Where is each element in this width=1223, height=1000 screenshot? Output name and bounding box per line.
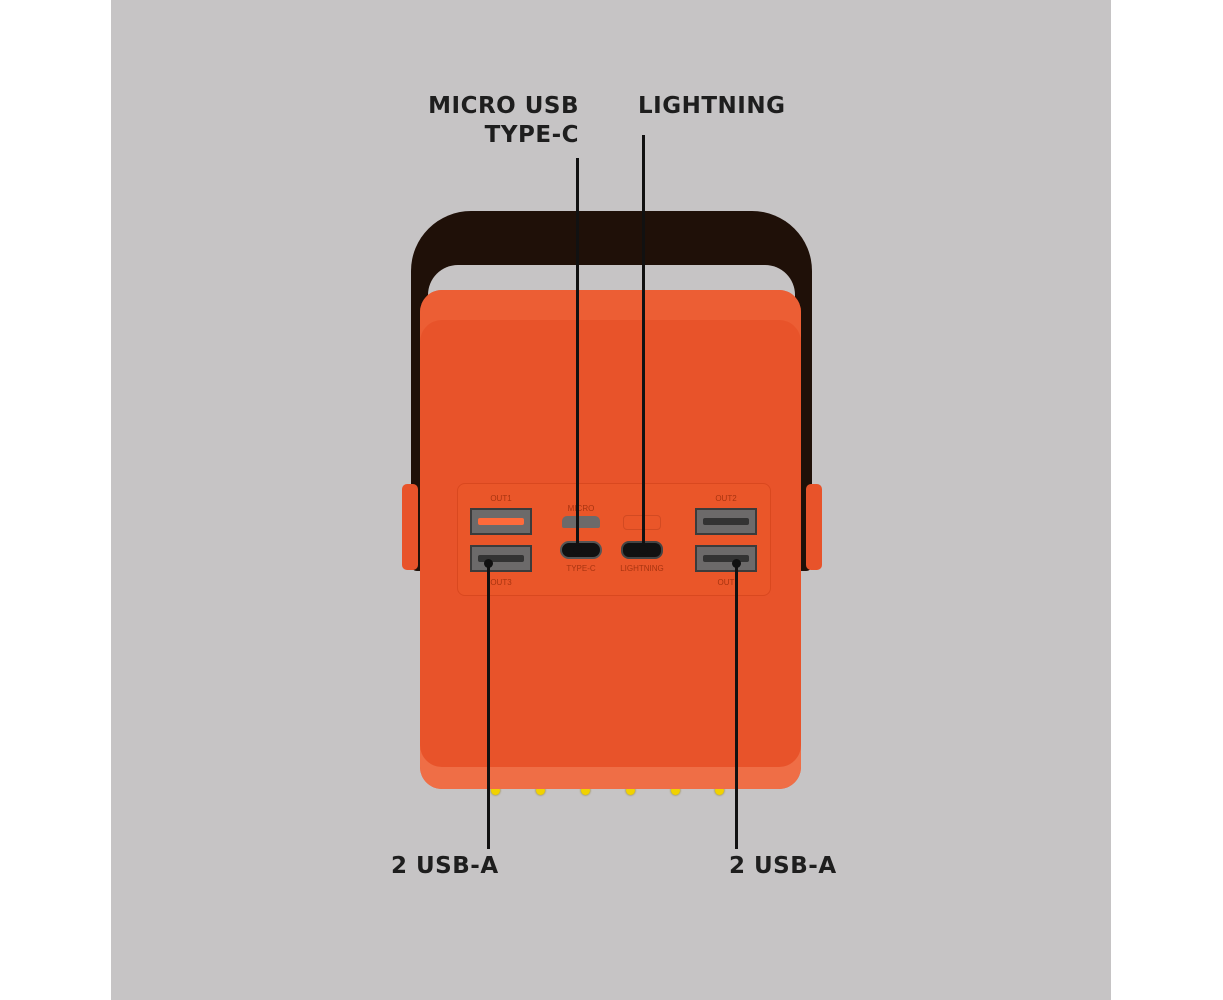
callout-dot <box>732 559 741 568</box>
port-label-type-c: TYPE-C <box>566 564 596 573</box>
callout-usb-a-right: 2 USB-A <box>729 853 837 879</box>
micro-usb-port <box>562 516 600 528</box>
led-light <box>715 786 724 795</box>
led-light <box>626 786 635 795</box>
callout-type-c: TYPE-C <box>484 122 579 148</box>
usb-a-port-out1 <box>470 508 532 535</box>
callout-lightning: LIGHTNING <box>638 93 786 119</box>
callout-dot <box>639 545 648 554</box>
led-light <box>581 786 590 795</box>
left-hinge-knob <box>402 484 418 570</box>
right-hinge-knob <box>806 484 822 570</box>
usb-a-port-out4 <box>695 545 757 572</box>
callout-line-usb-a-right <box>735 564 738 849</box>
callout-dot <box>484 559 493 568</box>
callout-line-lightning <box>642 135 645 550</box>
port-label-micro: MICRO <box>567 504 595 513</box>
led-light <box>536 786 545 795</box>
port-label-out3: OUT3 <box>490 578 512 587</box>
port-panel <box>457 483 771 596</box>
callout-usb-a-left: 2 USB-A <box>391 853 499 879</box>
led-light <box>491 786 500 795</box>
port-label-out2: OUT2 <box>715 494 737 503</box>
usb-a-port-out2 <box>695 508 757 535</box>
callout-micro-usb: MICRO USB <box>428 93 579 119</box>
callout-line-usb-a-left <box>487 564 490 849</box>
callout-dot <box>573 545 582 554</box>
usb-a-port-out3 <box>470 545 532 572</box>
callout-line-micro-typec <box>576 158 579 550</box>
port-label-out4: OUT <box>717 578 735 587</box>
port-label-lightning: LIGHTNING <box>620 564 664 573</box>
port-label-out1: OUT1 <box>490 494 512 503</box>
led-light <box>671 786 680 795</box>
